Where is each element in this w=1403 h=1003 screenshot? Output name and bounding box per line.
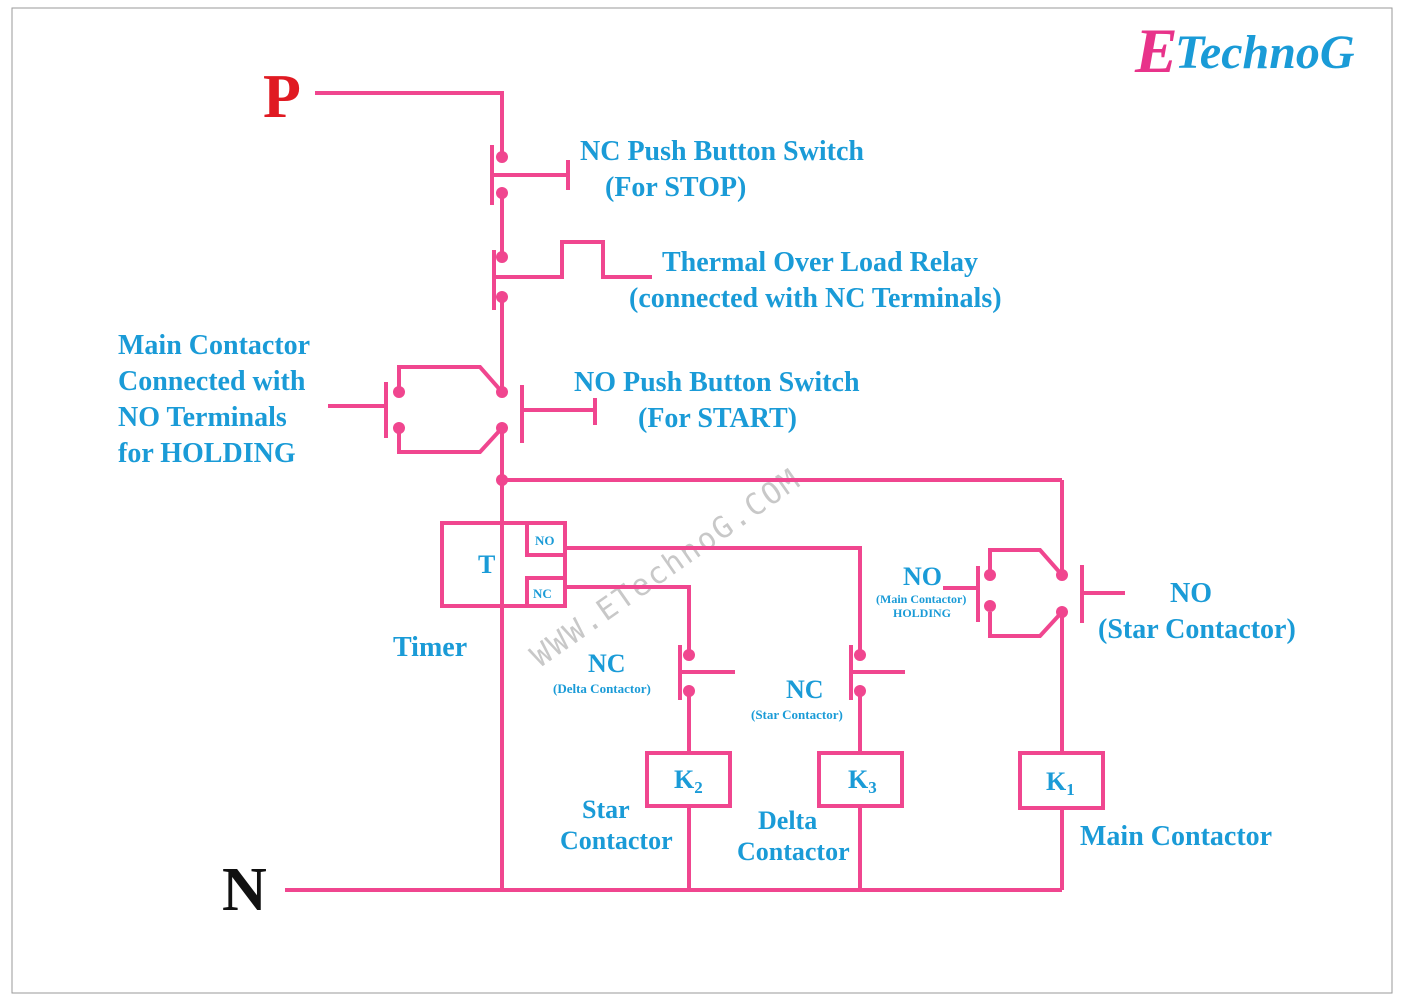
svg-text:Thermal Over Load Relay: Thermal Over Load Relay: [662, 247, 978, 278]
rail-p-label: P: [263, 63, 301, 131]
svg-text:NC Push Button Switch: NC Push Button Switch: [580, 136, 864, 167]
page-border: [11, 7, 1393, 994]
svg-text:HOLDING: HOLDING: [893, 606, 951, 620]
svg-text:NO Push Button Switch: NO Push Button Switch: [574, 367, 860, 398]
no-star-contact: [1056, 565, 1125, 623]
svg-text:Contactor: Contactor: [560, 826, 673, 855]
rail-n-label: N: [222, 856, 267, 924]
label-no-start: NO Push Button Switch (For START): [574, 367, 860, 434]
label-no-star: NO (Star Contactor): [1098, 578, 1296, 645]
label-star-contactor: Star Contactor: [560, 795, 673, 855]
coil-k2: K2: [645, 751, 732, 808]
branch-wiring: [496, 474, 1064, 890]
svg-text:(Star Contactor): (Star Contactor): [751, 707, 843, 722]
timer-no-label: NO: [535, 533, 555, 548]
label-nc-star: NC (Star Contactor): [751, 675, 843, 722]
svg-text:K2: K2: [674, 765, 703, 797]
svg-text:Star: Star: [582, 795, 630, 824]
main-contactor-holding-contact: [328, 365, 504, 454]
svg-text:K1: K1: [1046, 767, 1075, 799]
label-overload-relay: Thermal Over Load Relay (connected with …: [629, 247, 1002, 314]
svg-text:E: E: [1134, 15, 1178, 86]
label-holding: Main Contactor Connected with NO Termina…: [118, 330, 310, 469]
label-nc-stop: NC Push Button Switch (For STOP): [580, 136, 864, 203]
svg-text:Main Contactor: Main Contactor: [118, 330, 310, 361]
svg-text:Contactor: Contactor: [737, 837, 850, 866]
svg-text:(For START): (For START): [638, 403, 797, 434]
label-main-contactor: Main Contactor: [1080, 821, 1272, 852]
coil-k1: K1: [1018, 751, 1105, 810]
etechnog-logo: E TechnoG: [1134, 15, 1355, 86]
main-holding-contact-branch: [943, 548, 1064, 638]
svg-text:NO: NO: [903, 562, 942, 591]
svg-text:(Star Contactor): (Star Contactor): [1098, 614, 1296, 645]
supply-wiring: [285, 91, 1062, 892]
label-nc-delta: NC (Delta Contactor): [553, 649, 651, 696]
label-timer: Timer: [393, 632, 467, 663]
nc-stop-push-button: [490, 145, 570, 205]
label-delta-contactor: Delta Contactor: [737, 806, 850, 866]
thermal-overload-relay: [492, 240, 652, 310]
nc-star-interlock-contact: [849, 645, 905, 700]
no-start-push-button: [496, 385, 597, 443]
svg-text:(connected with NC Terminals): (connected with NC Terminals): [629, 283, 1002, 314]
svg-text:(For STOP): (For STOP): [605, 172, 746, 203]
svg-text:TechnoG: TechnoG: [1175, 26, 1355, 79]
timer-block: T NO NC: [440, 521, 567, 608]
coil-k3: K3: [817, 751, 904, 808]
nc-delta-interlock-contact: [678, 645, 735, 700]
svg-text:(Main Contactor): (Main Contactor): [876, 592, 966, 606]
svg-text:NO: NO: [1170, 578, 1212, 609]
svg-text:NC: NC: [786, 675, 824, 704]
timer-nc-label: NC: [533, 586, 552, 601]
svg-text:NO Terminals: NO Terminals: [118, 402, 287, 433]
svg-text:(Delta Contactor): (Delta Contactor): [553, 681, 651, 696]
svg-text:Delta: Delta: [758, 806, 817, 835]
svg-text:for HOLDING: for HOLDING: [118, 438, 296, 469]
svg-text:T: T: [478, 550, 495, 579]
svg-text:K3: K3: [848, 765, 877, 797]
svg-text:Connected with: Connected with: [118, 366, 306, 397]
svg-text:NC: NC: [588, 649, 626, 678]
label-no-main-holding: NO (Main Contactor) HOLDING: [876, 562, 966, 620]
